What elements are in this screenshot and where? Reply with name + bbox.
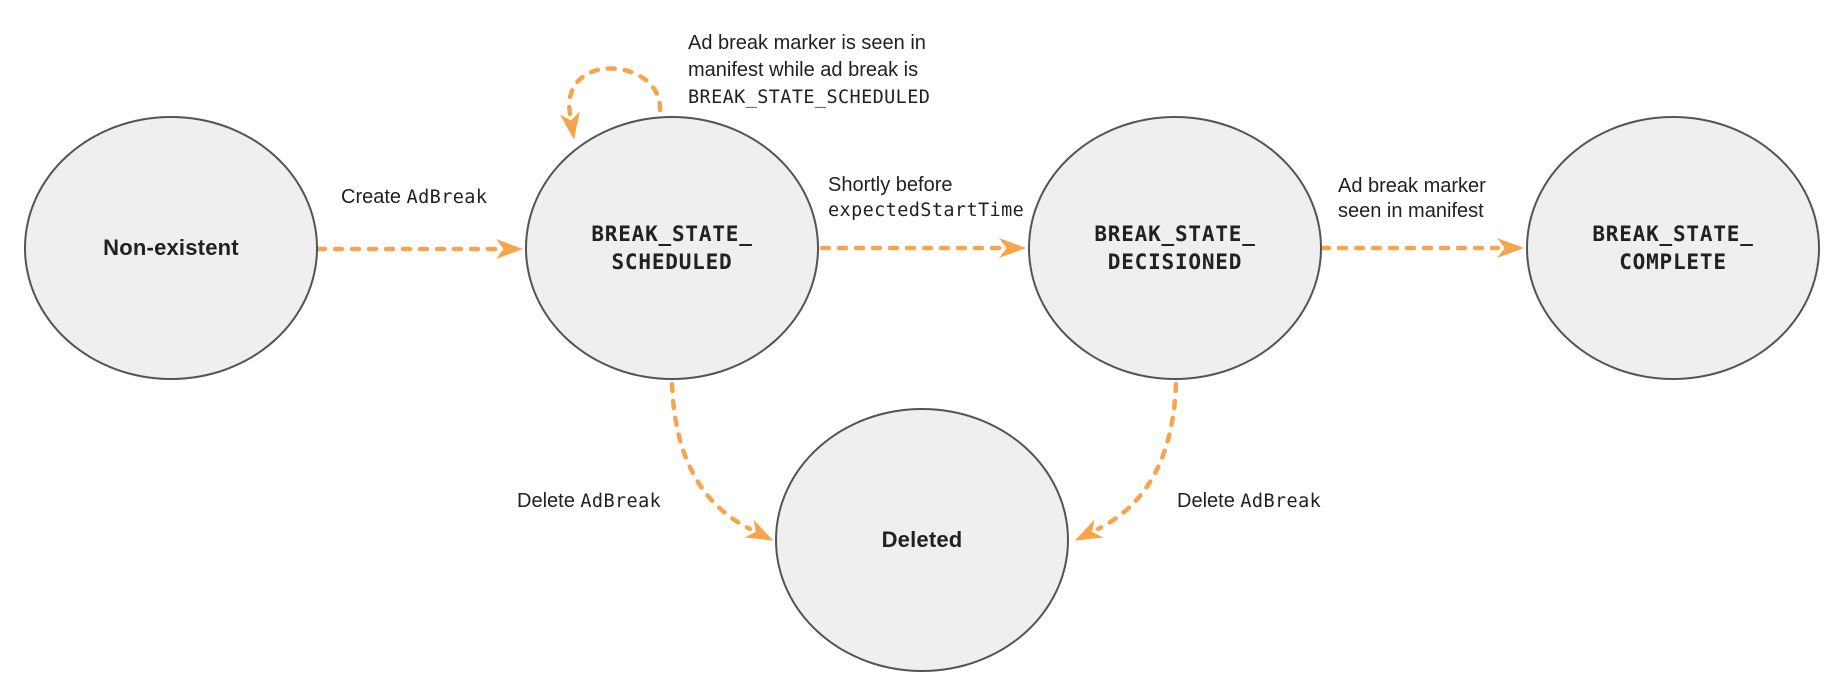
- edge-label-self-loop-line1: Ad break marker is seen in: [688, 32, 926, 54]
- node-label-break-state-complete: BREAK_STATE_ COMPLETE: [1592, 222, 1754, 274]
- edge-label-shortly-before-text: Shortly before: [828, 174, 953, 196]
- edge-label-delete-adbreak-left: Delete AdBreak: [517, 488, 661, 515]
- edge-decisioned-to-deleted: [1074, 381, 1179, 541]
- edge-label-shortly-before: Shortly before expectedStartTime: [828, 172, 1024, 224]
- node-label-deleted: Deleted: [881, 527, 963, 552]
- node-break-state-complete: BREAK_STATE_ COMPLETE: [1526, 116, 1820, 380]
- node-label-break-state-decisioned: BREAK_STATE_ DECISIONED: [1094, 222, 1256, 274]
- edge-label-self-loop-code: BREAK_STATE_SCHEDULED: [688, 87, 931, 108]
- node-non-existent: Non-existent: [24, 116, 318, 380]
- edge-label-shortly-before-code: expectedStartTime: [828, 200, 1025, 221]
- node-label-non-existent: Non-existent: [103, 235, 239, 260]
- edge-label-delete-left-text: Delete: [517, 490, 581, 512]
- node-break-state-decisioned: BREAK_STATE_ DECISIONED: [1028, 116, 1322, 380]
- edge-label-self-loop: Ad break marker is seen in manifest whil…: [688, 30, 930, 111]
- edge-label-delete-right-text: Delete: [1177, 490, 1241, 512]
- edge-label-create-adbreak-text: Create: [341, 186, 407, 208]
- edge-label-delete-left-code: AdBreak: [580, 491, 662, 512]
- edge-label-marker-seen-line1: Ad break marker: [1338, 175, 1486, 197]
- edge-self-loop-scheduled: [559, 66, 663, 140]
- edge-label-self-loop-line2: manifest while ad break is: [688, 59, 919, 81]
- node-deleted: Deleted: [775, 408, 1069, 672]
- node-break-state-scheduled: BREAK_STATE_ SCHEDULED: [525, 116, 819, 380]
- edge-label-marker-seen-line2: seen in manifest: [1338, 200, 1484, 222]
- edge-scheduled-to-deleted: [669, 381, 774, 541]
- edge-label-marker-seen: Ad break marker seen in manifest: [1338, 174, 1486, 224]
- node-label-break-state-scheduled: BREAK_STATE_ SCHEDULED: [591, 222, 753, 274]
- edge-label-create-adbreak-code: AdBreak: [406, 187, 488, 208]
- edge-label-delete-adbreak-right: Delete AdBreak: [1177, 488, 1321, 515]
- edge-label-delete-right-code: AdBreak: [1240, 491, 1322, 512]
- edge-label-create-adbreak: Create AdBreak: [341, 184, 487, 211]
